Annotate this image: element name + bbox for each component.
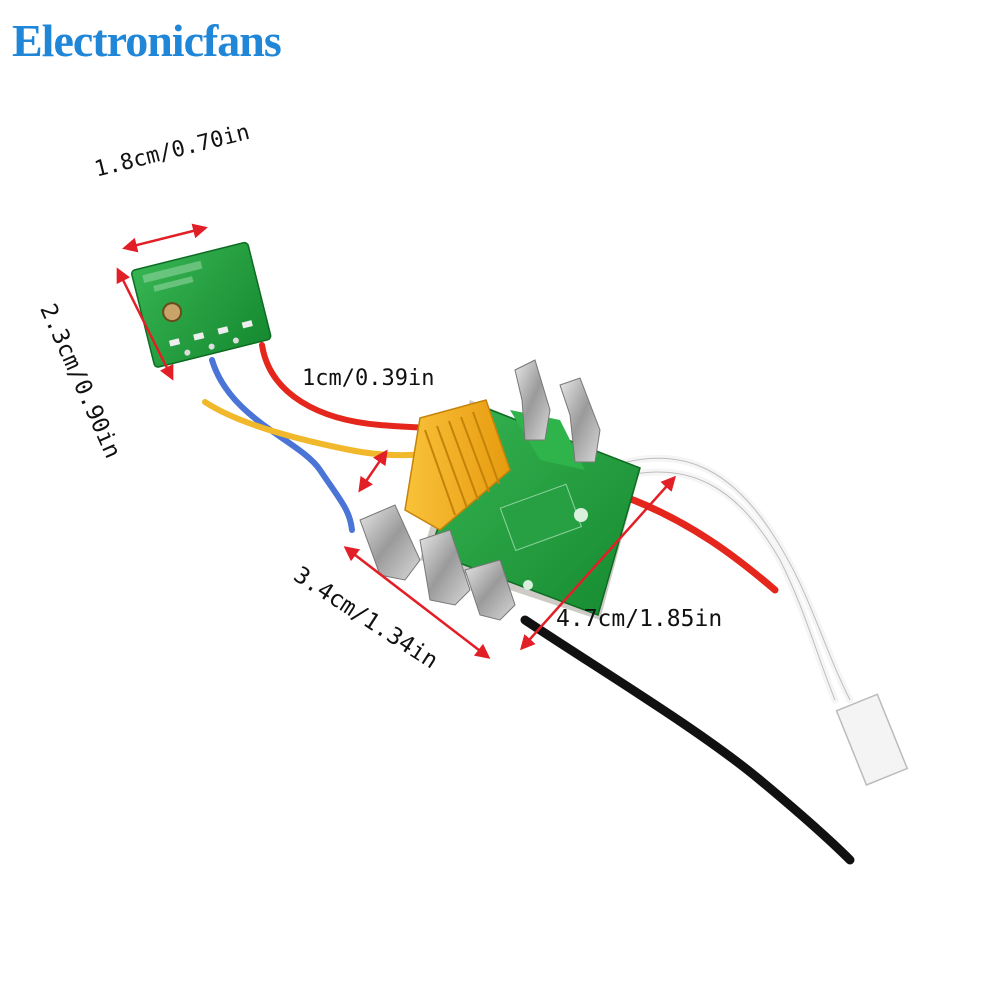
dimension-label-main-length: 4.7cm/1.85in: [556, 606, 723, 632]
dimension-label-thickness: 1cm/0.39in: [302, 366, 435, 391]
arrow-width-small: [122, 223, 208, 253]
white-wire-1-edge: [599, 457, 851, 701]
white-wire-2-edge: [609, 471, 836, 701]
arrow-main-length: [520, 475, 676, 651]
indicator-board: [130, 241, 272, 368]
arrow-height-small: [116, 267, 174, 381]
thermistor: [835, 693, 909, 786]
blue-wire: [209, 357, 355, 533]
heatsink: [404, 399, 511, 531]
arrow-thickness: [358, 449, 388, 493]
black-wire: [520, 615, 855, 865]
brand-logo: Electronicfans: [12, 15, 282, 66]
arrow-main-width: [343, 546, 491, 659]
